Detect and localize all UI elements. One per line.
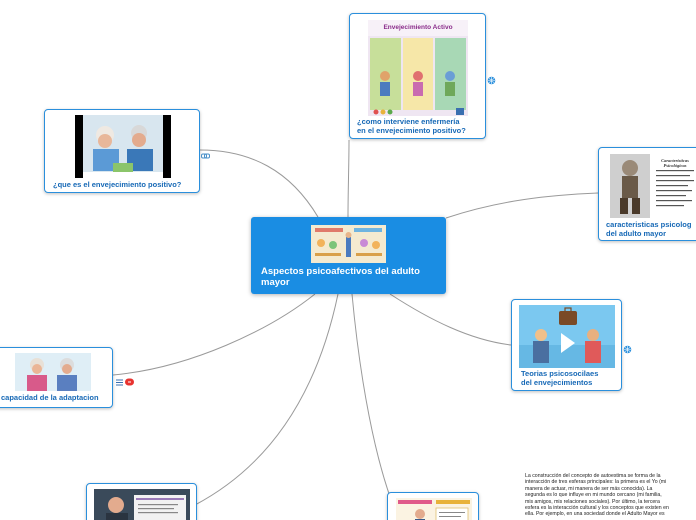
node-positive-aging[interactable]: ¿que es el envejecimiento positivo? <box>44 109 200 193</box>
node-positive-aging-label: ¿que es el envejecimiento positivo? <box>53 180 181 189</box>
node-nursing-label-line2: en el envejecimiento positivo? <box>357 126 466 135</box>
node-psych-label-line2: del adulto mayor <box>606 229 666 238</box>
notes-line: ella. Por ejemplo, en una sociedad donde… <box>525 511 696 517</box>
active-aging-title: Envejecimiento Activo <box>368 24 468 31</box>
node-theories-label-line2: del envejecimientos <box>521 378 592 387</box>
globe-icon[interactable] <box>623 341 632 359</box>
link-top <box>348 140 349 217</box>
node-theories-label-line1: Teorias psicosocilaes <box>521 369 598 378</box>
node-nursing-label-line1: ¿como interviene enfermería <box>357 117 460 126</box>
node-bottom-right[interactable] <box>387 492 479 520</box>
adaptation-image <box>15 353 91 391</box>
node-psych-label-line1: caracteristicas psicolog <box>606 220 691 229</box>
notes-text-block: La construcción del concepto de autoesti… <box>525 473 696 518</box>
bottom-right-image <box>396 498 472 520</box>
theories-image <box>519 305 615 368</box>
link-right-top <box>446 193 598 218</box>
root-infographic-image <box>311 225 386 263</box>
link-icon[interactable] <box>201 147 210 165</box>
link-left-top <box>200 150 318 217</box>
root-label: Aspectos psicoafectivos del adulto mayor <box>261 266 441 288</box>
node-adaptation[interactable]: capacidad de la adaptacion <box>0 347 113 408</box>
active-aging-image: Envejecimiento Activo <box>368 20 468 116</box>
node-psychosocial-theories[interactable]: Teorias psicosocilaes del envejecimiento… <box>511 299 622 391</box>
node-bottom-left[interactable] <box>86 483 197 520</box>
characteristics-poster-title: Características Psicológicas <box>652 158 696 168</box>
link-bottom-right <box>352 294 395 510</box>
node-psych-characteristics[interactable]: Características Psicológicas caracterist… <box>598 147 696 241</box>
characteristics-poster-image: Características Psicológicas <box>610 154 696 218</box>
node-nursing[interactable]: Envejecimiento Activo ¿como interviene e… <box>349 13 486 139</box>
notes-icon[interactable] <box>116 373 124 391</box>
badge-icon[interactable] <box>125 373 135 391</box>
link-left-mid <box>113 294 315 375</box>
node-adaptation-label: capacidad de la adaptacion <box>1 393 99 402</box>
elderly-couple-image <box>75 115 171 178</box>
bottom-left-image <box>94 489 190 520</box>
globe-icon[interactable] <box>487 72 496 90</box>
link-right-mid <box>390 294 511 345</box>
root-topic[interactable]: Aspectos psicoafectivos del adulto mayor <box>251 217 446 294</box>
